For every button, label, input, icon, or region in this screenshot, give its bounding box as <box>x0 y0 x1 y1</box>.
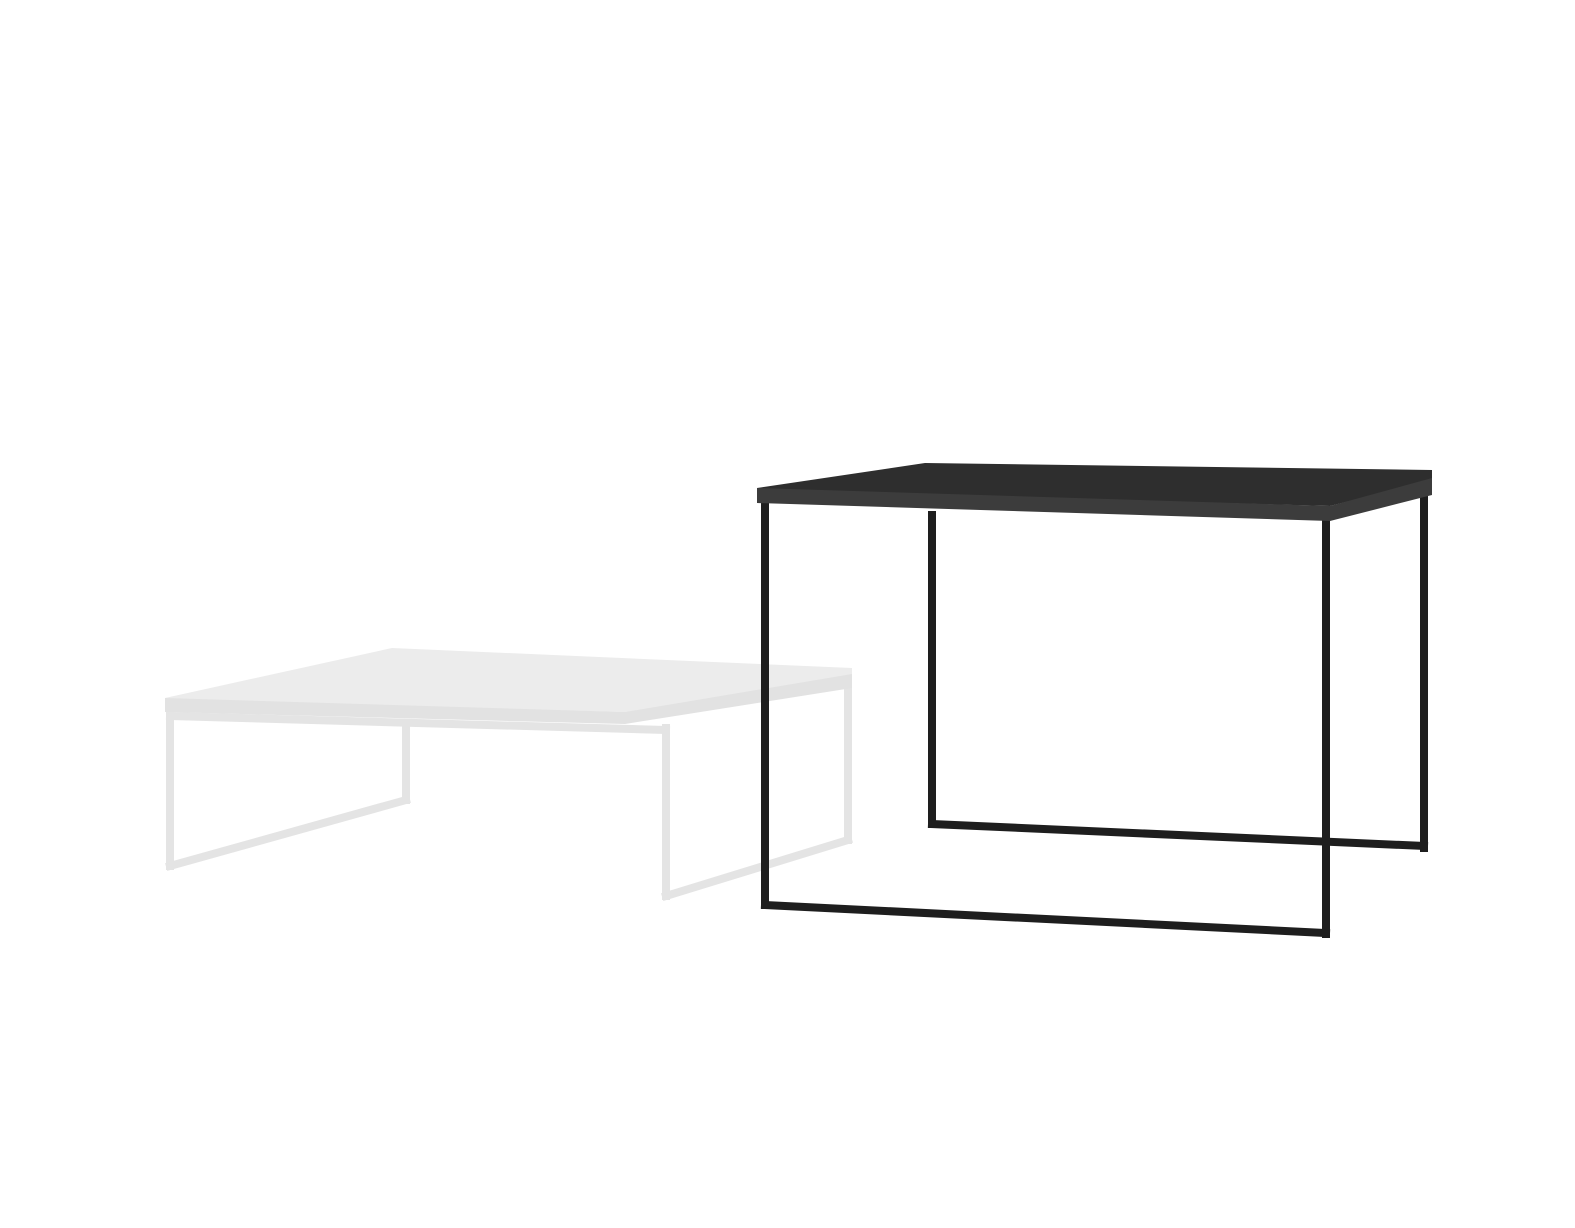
white-table-rail-right <box>661 835 853 901</box>
black-table-top <box>757 463 1432 506</box>
white-table-frame <box>165 686 853 901</box>
white-table-top-side <box>625 674 852 724</box>
white-table-rail-left <box>165 795 411 871</box>
black-table-top-side <box>1330 478 1432 521</box>
white-table-apron-front <box>165 711 671 735</box>
black-table-frame <box>760 491 1429 938</box>
black-side-table <box>757 463 1432 938</box>
white-table-top <box>165 648 852 712</box>
white-table-top-edge <box>165 698 625 724</box>
white-coffee-table <box>165 648 853 901</box>
black-table-rail-back <box>927 819 1429 851</box>
black-table-rail-front <box>760 900 1331 938</box>
black-table-top-edge <box>757 488 1330 521</box>
